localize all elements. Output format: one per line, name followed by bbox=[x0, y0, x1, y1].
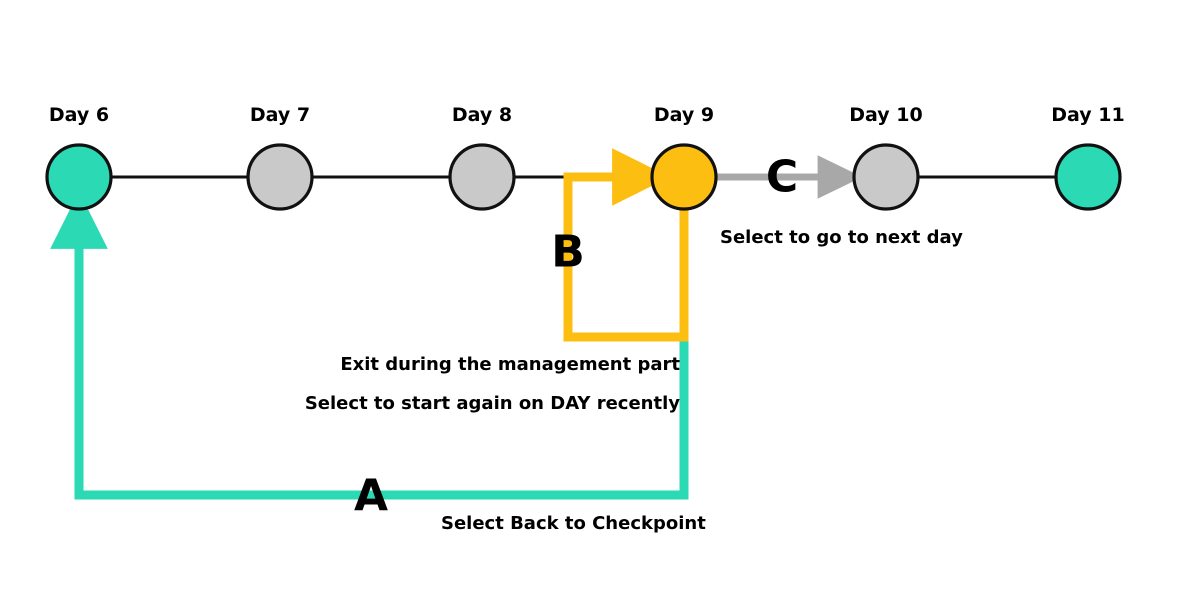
branch-b-arrow bbox=[563, 148, 689, 342]
caption-branch-a: Select Back to Checkpoint bbox=[441, 513, 706, 534]
node-circle-day8[interactable] bbox=[448, 143, 516, 211]
node-circle-day10[interactable] bbox=[852, 143, 920, 211]
caption-branch-b-line2: Select to start again on DAY recently bbox=[305, 393, 680, 414]
branch-letter-a: A bbox=[354, 471, 388, 522]
node-label-day8: Day 8 bbox=[452, 104, 512, 126]
node-label-day9: Day 9 bbox=[654, 104, 714, 126]
node-day7[interactable]: Day 7 bbox=[246, 104, 314, 211]
node-day11[interactable]: Day 11 bbox=[1051, 104, 1125, 211]
node-label-day11: Day 11 bbox=[1051, 104, 1124, 126]
node-day10[interactable]: Day 10 bbox=[849, 104, 923, 211]
branch-letter-c: C bbox=[766, 152, 798, 203]
node-circle-day11[interactable] bbox=[1054, 143, 1122, 211]
node-circle-day6[interactable] bbox=[45, 143, 113, 211]
node-day9[interactable]: Day 9 bbox=[650, 104, 718, 211]
node-circle-day9[interactable] bbox=[650, 143, 718, 211]
node-label-day10: Day 10 bbox=[849, 104, 922, 126]
node-label-day7: Day 7 bbox=[250, 104, 310, 126]
branch-a-arrow bbox=[50, 191, 689, 500]
node-day6[interactable]: Day 6 bbox=[45, 104, 113, 211]
caption-branch-b-line1: Exit during the management part bbox=[340, 354, 680, 375]
branch-b-path[interactable] bbox=[563, 148, 689, 342]
node-circle-day7[interactable] bbox=[246, 143, 314, 211]
caption-branch-c: Select to go to next day bbox=[720, 227, 963, 248]
branch-a-path[interactable] bbox=[50, 191, 689, 500]
node-day8[interactable]: Day 8 bbox=[448, 104, 516, 211]
node-label-day6: Day 6 bbox=[49, 104, 109, 126]
branch-letter-b: B bbox=[551, 227, 585, 278]
